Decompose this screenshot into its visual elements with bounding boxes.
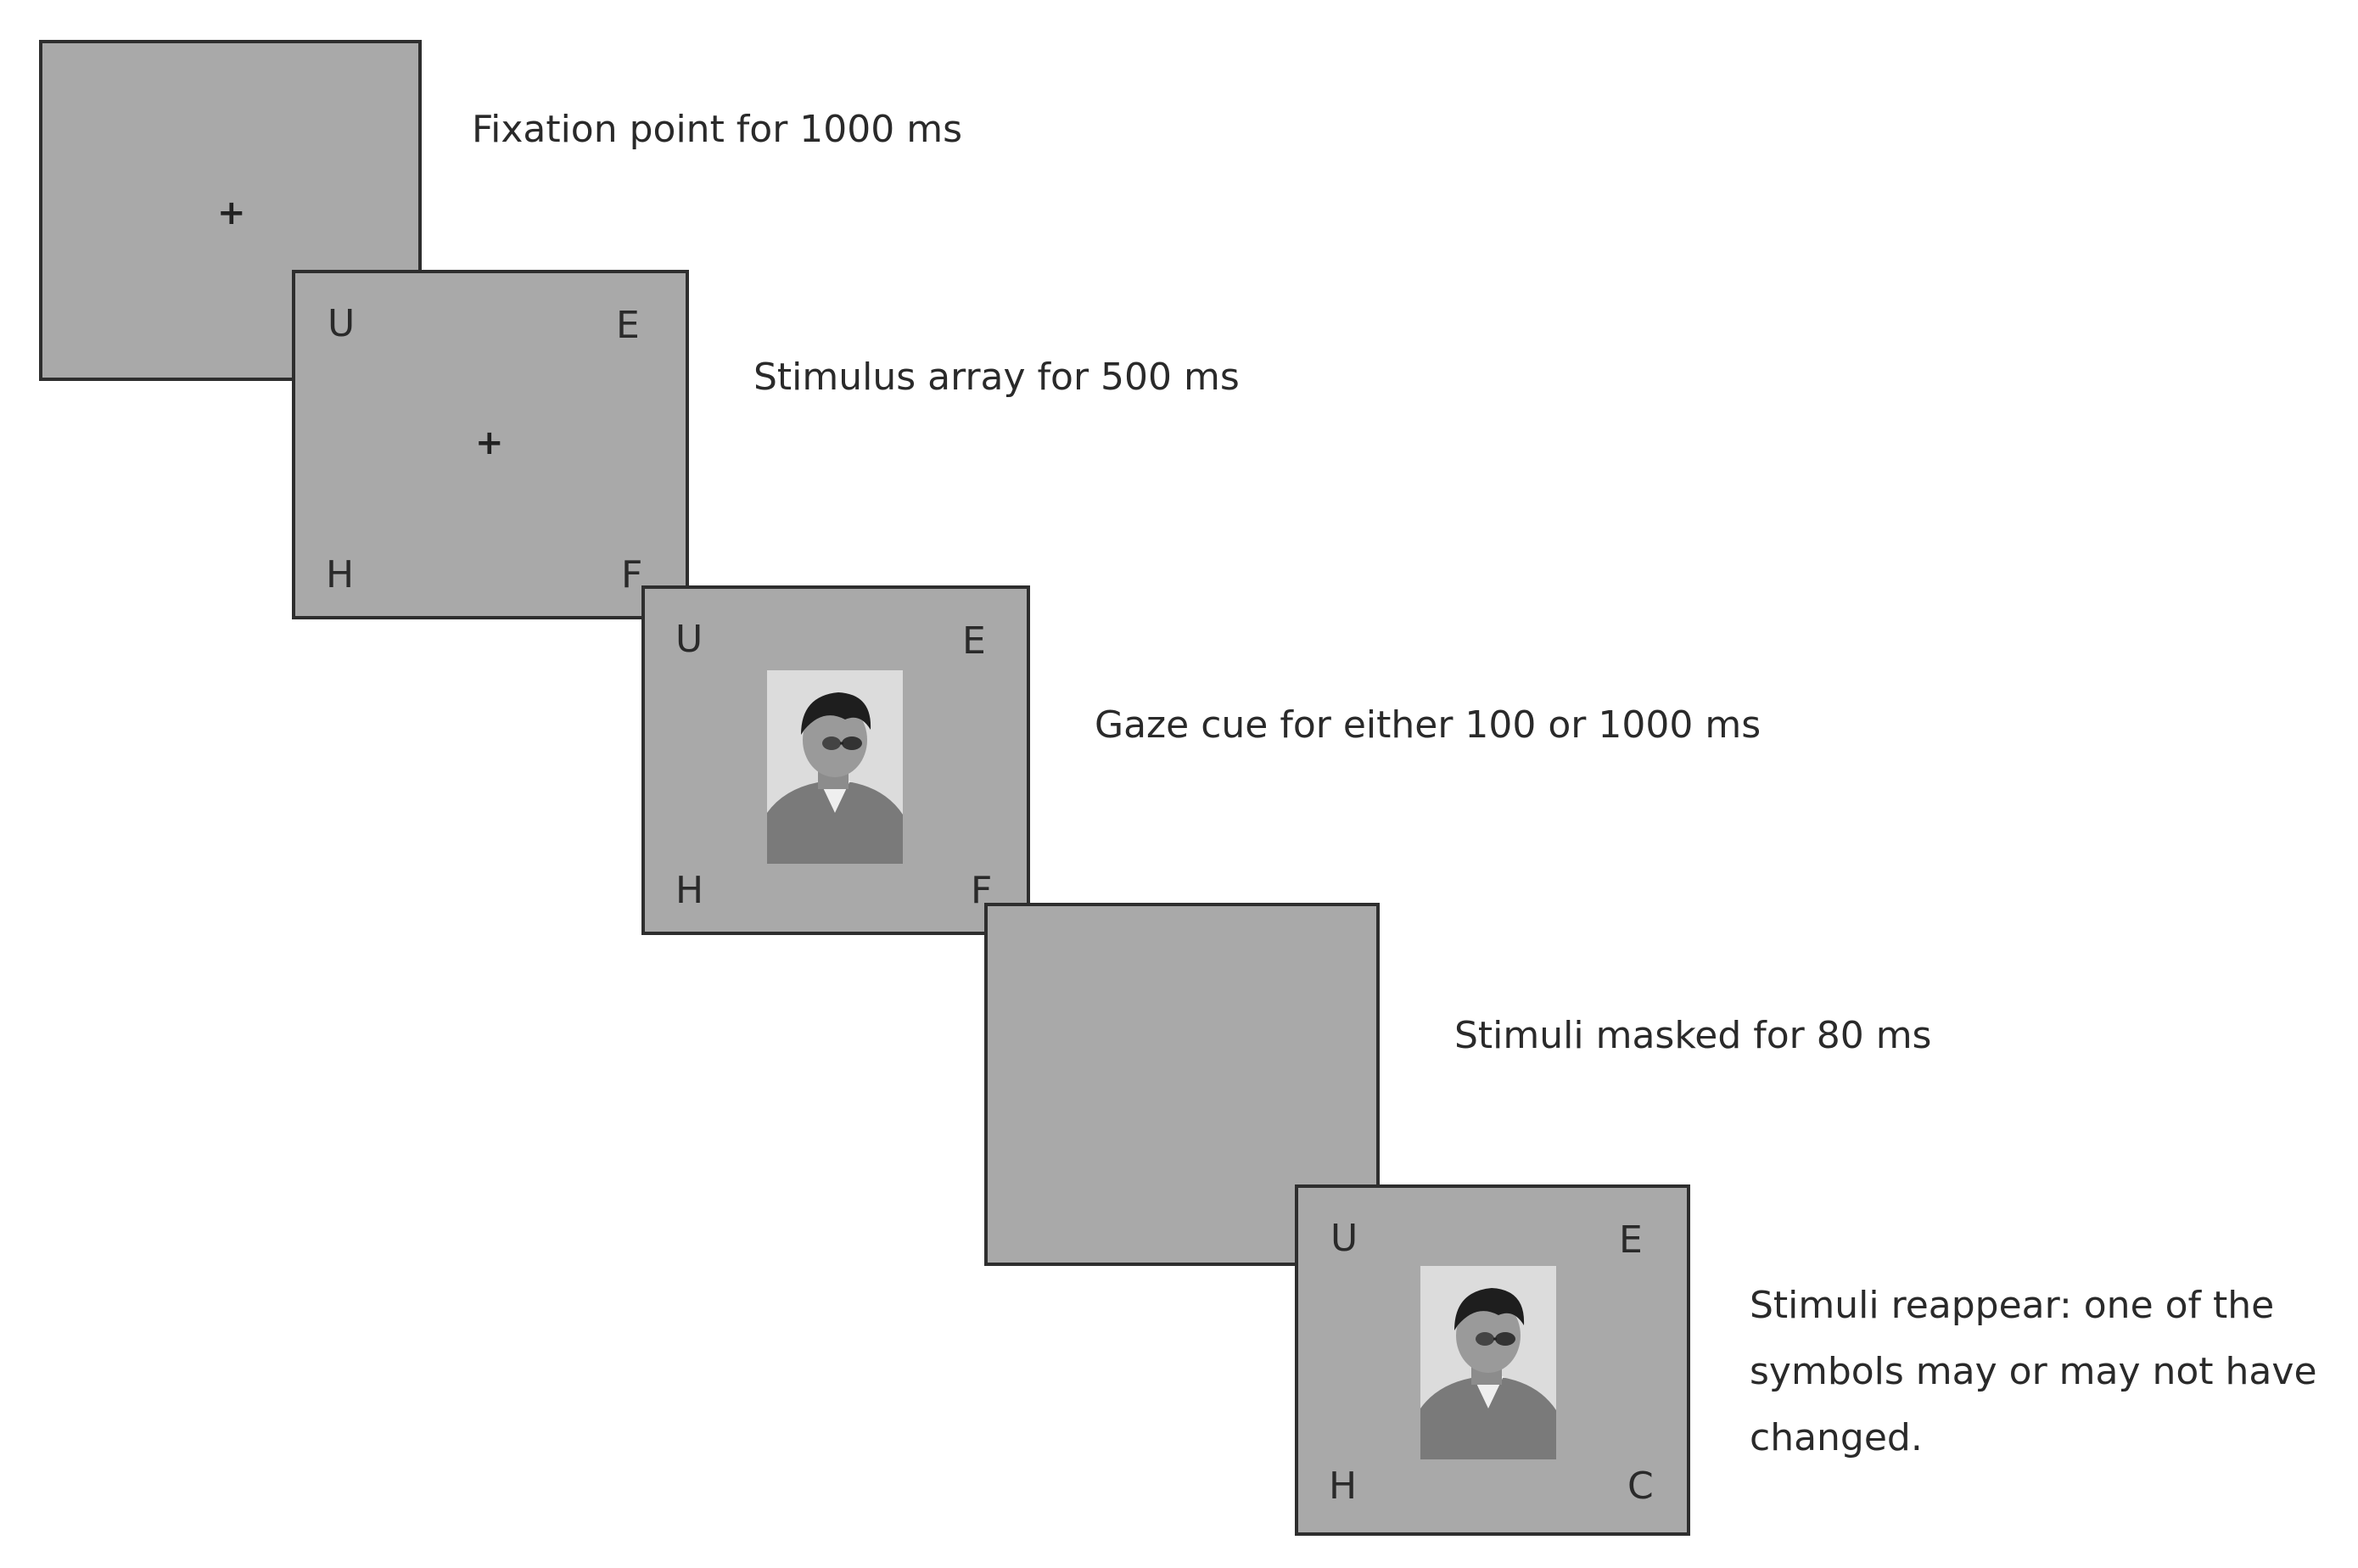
letter-bottom-right: F [621,553,643,596]
fixation-cross: + [217,193,246,232]
face-photo [1420,1266,1556,1459]
caption-reappear: Stimuli reappear: one of the symbols may… [1750,1284,2317,1459]
face-photo [767,670,903,864]
letter-top-left: U [1330,1217,1358,1260]
letter-top-right: E [962,619,986,663]
letter-top-left: U [328,302,356,345]
fixation-cross: + [475,423,504,462]
caption-mask: Stimuli masked for 80 ms [1454,1014,1932,1057]
screen-stimulus-array: U E + H F [292,270,689,619]
letter-bottom-left: H [675,869,704,912]
letter-bottom-left: H [326,553,355,596]
letter-top-right: E [1619,1218,1643,1262]
caption-gaze-cue: Gaze cue for either 100 or 1000 ms [1095,703,1761,747]
screen-reappear: U E H C [1295,1184,1690,1536]
letter-top-left: U [675,618,703,661]
caption-fixation: Fixation point for 1000 ms [472,108,963,151]
letter-bottom-left: H [1329,1464,1358,1508]
caption-stimulus-array: Stimulus array for 500 ms [753,356,1240,399]
letter-bottom-right: C [1627,1464,1654,1508]
letter-top-right: E [616,304,640,347]
screen-fixation: + [39,40,422,381]
screen-gaze-cue: U E H F [641,585,1030,935]
